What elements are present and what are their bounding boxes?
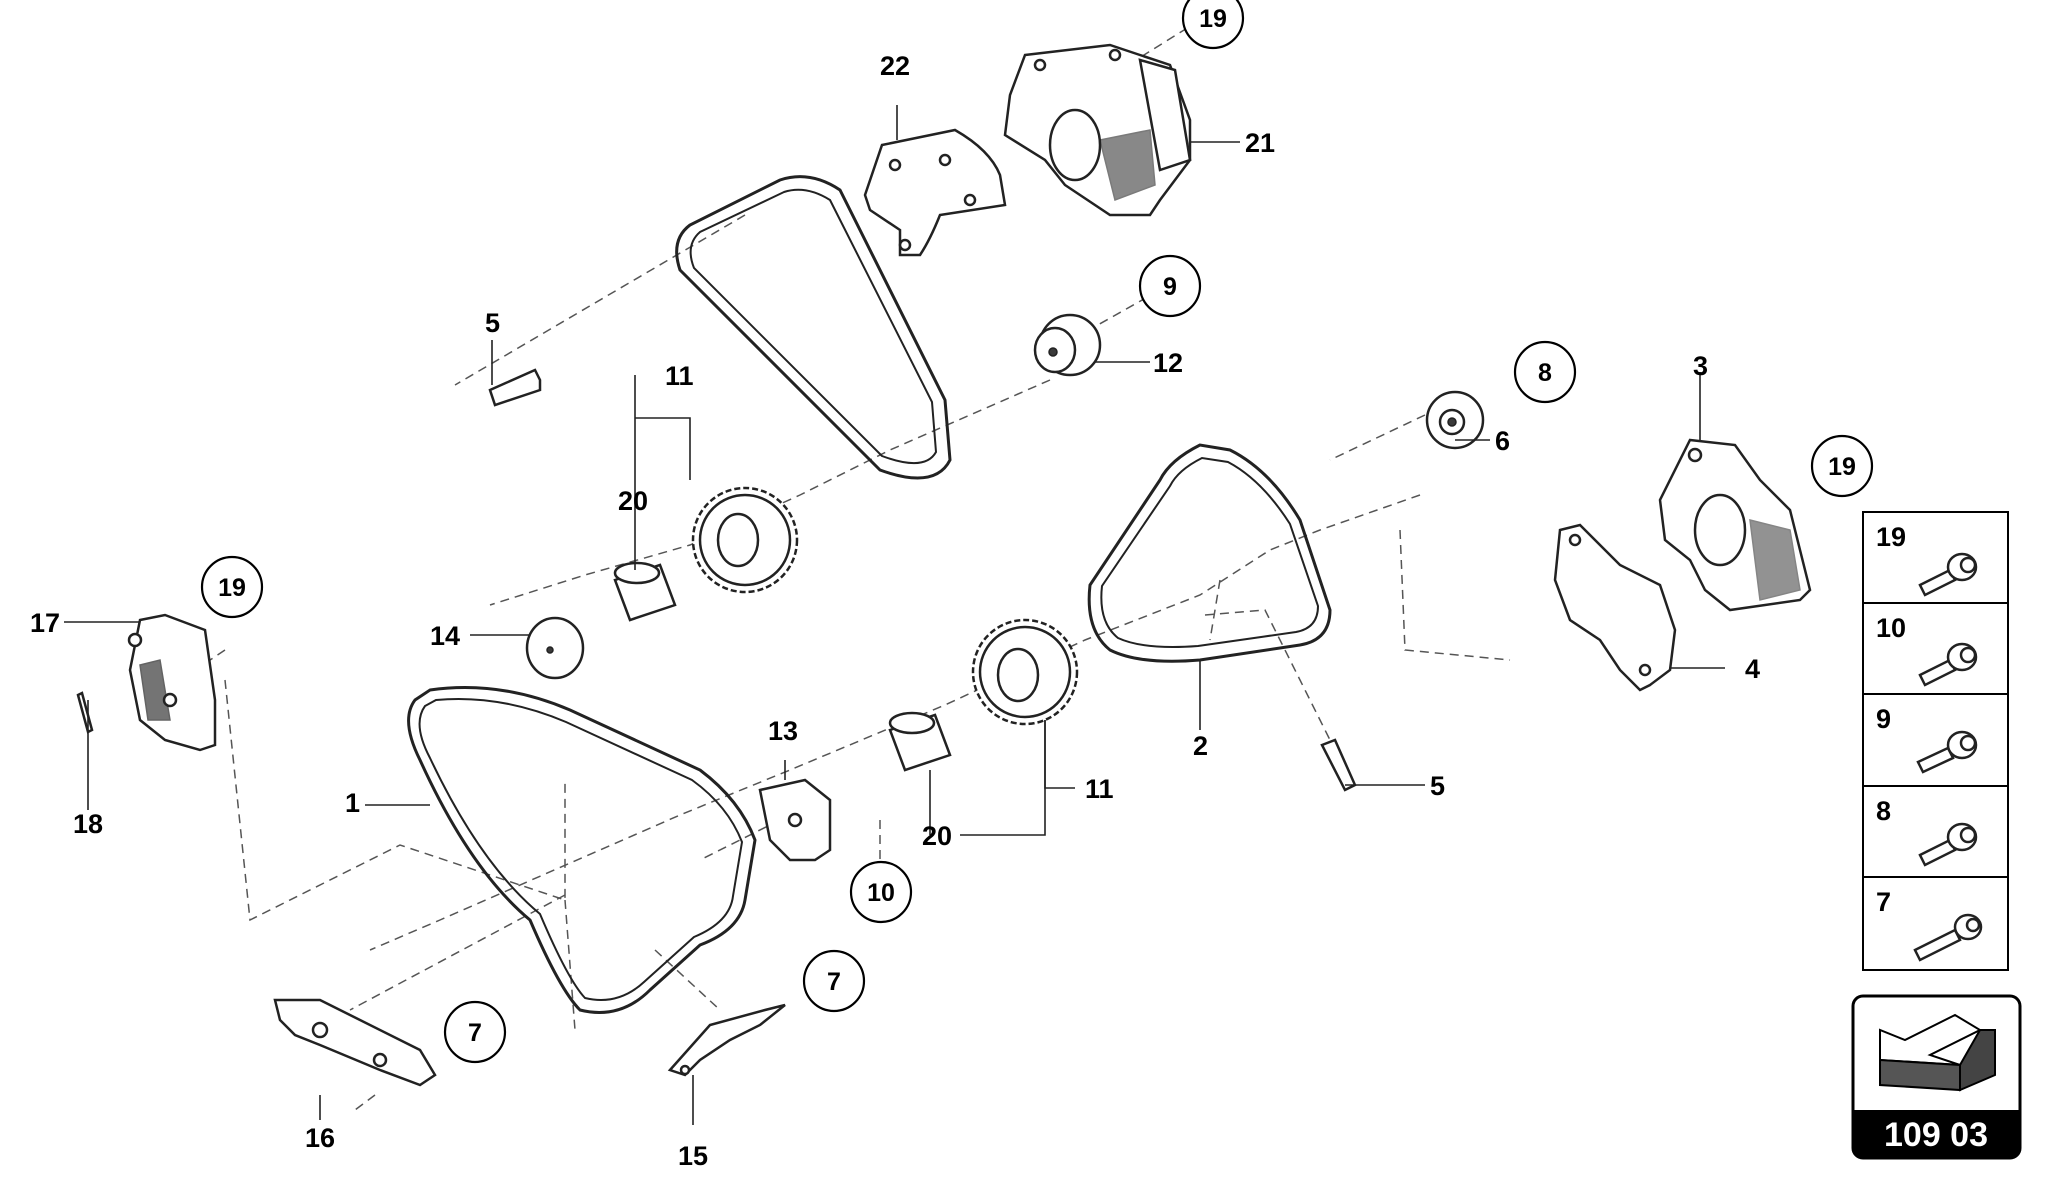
part-labels: 1 2 3 4 5 5 6 11 11 12 13 14 15 16 17 18…	[30, 51, 1760, 1171]
part-11-sprocket-top	[691, 486, 799, 594]
callout-19-left: 19	[200, 555, 264, 619]
legend-item-7-label: 7	[1876, 887, 1891, 917]
part-6-washer	[1425, 390, 1485, 450]
bolt-icon	[1913, 913, 1983, 962]
part-11-sprocket-bottom	[971, 618, 1079, 726]
label-18: 18	[73, 809, 103, 839]
label-5-right: 5	[1430, 771, 1445, 801]
legend-item-19-label: 19	[1876, 522, 1906, 552]
part-13-tensioner	[758, 778, 832, 862]
legend-item-10: 10	[1876, 613, 1978, 687]
label-3: 3	[1693, 351, 1708, 381]
callout-7-left: 7	[443, 1000, 507, 1064]
callout-9: 9	[1138, 254, 1202, 318]
part-15-guide-rail	[667, 1003, 786, 1077]
callout-19-top-text: 19	[1199, 5, 1227, 33]
label-5-top: 5	[485, 308, 500, 338]
part-20-bushing-bottom	[888, 711, 952, 772]
part-20-bushing-top	[613, 561, 677, 622]
bolt-icon	[1918, 552, 1978, 597]
callout-7-right: 7	[802, 949, 866, 1013]
timing-chain-2	[1087, 443, 1332, 663]
label-22: 22	[880, 51, 910, 81]
callout-10-text: 10	[867, 879, 895, 907]
callout-7-left-text: 7	[468, 1019, 482, 1047]
label-4: 4	[1745, 654, 1760, 684]
timing-chain-1	[407, 686, 757, 1014]
callout-19-left-text: 19	[218, 574, 246, 602]
callout-19-top: 19	[1181, 0, 1245, 50]
label-14: 14	[430, 621, 460, 651]
part-12-pulley	[1033, 313, 1102, 377]
label-20-top: 20	[618, 486, 648, 516]
label-21: 21	[1245, 128, 1275, 158]
callout-8: 8	[1513, 340, 1577, 404]
callout-19-right-text: 19	[1828, 453, 1856, 481]
label-13: 13	[768, 716, 798, 746]
legend-item-9-label: 9	[1876, 704, 1891, 734]
part-14-disc	[525, 616, 585, 680]
label-1: 1	[345, 788, 360, 818]
timing-chain-top	[675, 175, 952, 480]
part-21-cover	[1003, 43, 1192, 217]
part-3-cover	[1658, 438, 1812, 612]
legend-item-8: 8	[1876, 796, 1978, 867]
label-16: 16	[305, 1123, 335, 1153]
legend-item-7: 7	[1876, 887, 1983, 962]
callout-7-right-text: 7	[827, 968, 841, 996]
part-4-bracket	[1553, 523, 1677, 692]
part-17-tensioner	[127, 613, 217, 752]
page-number: 109 03	[1884, 1116, 1988, 1154]
callout-19-right: 19	[1810, 434, 1874, 498]
legend-item-8-label: 8	[1876, 796, 1891, 826]
label-2: 2	[1193, 731, 1208, 761]
label-20-bottom: 20	[922, 821, 952, 851]
bolt-icon	[1918, 822, 1978, 867]
callout-10: 10	[849, 860, 913, 924]
legend-item-19: 19	[1876, 522, 1978, 597]
part-22-bracket	[863, 128, 1007, 257]
callout-9-text: 9	[1163, 273, 1177, 301]
part-5-guide-right	[1320, 738, 1357, 792]
label-11-top: 11	[665, 361, 694, 391]
legend-item-10-label: 10	[1876, 613, 1906, 643]
arrow-icon	[1879, 1013, 1996, 1092]
legend-item-9: 9	[1876, 704, 1978, 774]
label-6: 6	[1495, 426, 1510, 456]
bolt-icon	[1916, 730, 1978, 774]
page-badge: 109 03	[1851, 994, 2022, 1160]
part-5-guide-top	[488, 368, 542, 407]
label-12: 12	[1153, 348, 1183, 378]
leader-lines	[64, 105, 1725, 1125]
part-16-guide-rail	[273, 998, 437, 1087]
label-17: 17	[30, 608, 60, 638]
bolt-icon	[1918, 642, 1978, 687]
fastener-legend: 19 10 9 8	[1862, 511, 2009, 971]
label-11-bottom: 11	[1085, 774, 1114, 804]
part-18-pin	[76, 691, 94, 734]
callout-8-text: 8	[1538, 359, 1552, 387]
label-15: 15	[678, 1141, 708, 1171]
